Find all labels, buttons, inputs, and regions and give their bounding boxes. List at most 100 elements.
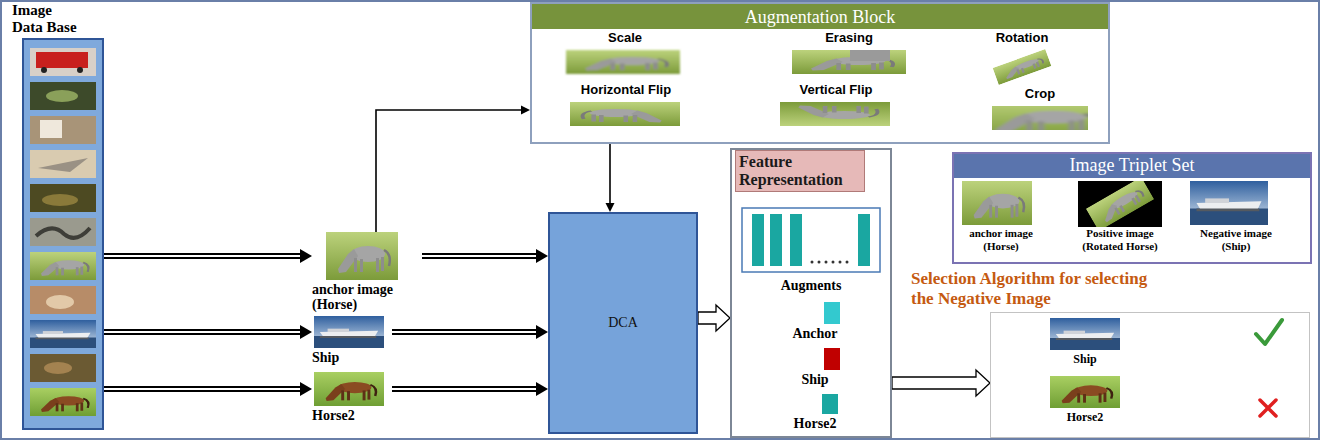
illustration-part <box>818 261 821 264</box>
illustration-part <box>36 228 90 238</box>
illustration-part <box>1086 181 1154 227</box>
illustration-part <box>44 362 72 374</box>
feature-tile: Ship <box>760 348 870 388</box>
selection-box: Selection Algorithm for selecting the Ne… <box>990 312 1310 438</box>
image-caption: Ship <box>312 350 392 365</box>
connector-line <box>392 386 539 392</box>
illustration-part <box>850 50 890 61</box>
illustration-part <box>1086 181 1154 227</box>
illustration-part <box>973 100 1111 138</box>
arrow-head <box>536 325 548 339</box>
image-caption: Scale <box>560 30 690 46</box>
illustration-part <box>36 52 88 68</box>
illustration-part <box>46 295 74 309</box>
connector-arrow <box>392 382 548 396</box>
illustration-part <box>314 372 384 406</box>
illustration-part <box>40 120 62 138</box>
image-caption: Crop <box>985 86 1095 102</box>
image-caption: Anchor <box>760 326 870 342</box>
illustration-part <box>22 38 104 430</box>
image-caption: anchor image (Horse) <box>312 282 422 312</box>
image-caption: Horse2 <box>760 416 870 432</box>
arrow-head <box>300 249 312 263</box>
image-caption: Rotation <box>975 30 1069 46</box>
augment-tile: Crop <box>985 86 1095 130</box>
feature-box: Feature RepresentationAugmentsAnchorShip… <box>730 148 892 438</box>
hollow-arrow <box>892 370 990 396</box>
illustration-part <box>1190 181 1268 225</box>
connector-arrow <box>606 144 615 212</box>
illustration-part <box>780 102 890 126</box>
illustration-part <box>858 214 870 266</box>
selection-tile: Ship <box>1040 318 1130 366</box>
connector-line <box>422 255 537 257</box>
header-band: Augmentation Block <box>532 4 1108 29</box>
illustration-part <box>1050 318 1120 350</box>
illustration-part <box>770 214 782 266</box>
connector-arrow <box>698 305 730 331</box>
illustration-part <box>30 252 96 280</box>
illustration-part <box>824 348 840 370</box>
illustration-part <box>30 48 96 416</box>
connector-line <box>104 255 301 257</box>
image-caption: Horse2 <box>1040 410 1130 424</box>
connector-line <box>376 110 523 232</box>
feature-tile: Horse2 <box>760 394 870 432</box>
connector-line <box>104 386 303 392</box>
database-column: Image Data Base <box>22 38 104 430</box>
illustration-part <box>742 208 880 414</box>
illustration-part <box>973 100 1111 138</box>
image-caption: anchor image (Horse) <box>956 227 1046 253</box>
arrow-head <box>606 203 615 212</box>
augment-tile: Erasing <box>786 30 912 76</box>
arrow-head <box>536 382 548 396</box>
illustration-part <box>993 49 1052 85</box>
process-box: DCA <box>548 212 698 434</box>
illustration-part <box>993 49 1052 85</box>
connector-line <box>104 388 301 390</box>
arrow-head <box>536 249 548 263</box>
image-caption: Ship <box>1040 352 1130 366</box>
arrow-head <box>300 325 312 339</box>
augment-tile: Scale <box>560 30 690 76</box>
illustration-part <box>30 286 96 314</box>
image-caption: Erasing <box>786 30 912 46</box>
arrow-head <box>300 382 312 396</box>
box-label: DCA <box>608 315 638 331</box>
augment-tile: Vertical Flip <box>774 82 898 128</box>
illustration-part <box>314 316 384 348</box>
illustration-part <box>962 181 1032 225</box>
illustration-part <box>1256 320 1282 344</box>
illustration-part <box>30 150 96 178</box>
image-caption: Positive image (Rotated Horse) <box>1068 227 1172 253</box>
illustration-part <box>30 116 96 144</box>
illustration-part <box>570 102 680 126</box>
connector-line <box>609 144 611 205</box>
selection-tile: Horse2 <box>1040 376 1130 424</box>
illustration-part <box>30 218 96 246</box>
image-node: anchor image (Horse) <box>312 232 422 312</box>
illustration-part <box>1050 318 1282 416</box>
header-band: Image Triplet Set <box>954 154 1310 178</box>
illustration-part <box>742 208 880 272</box>
illustration-part <box>38 158 88 172</box>
illustration-part <box>30 354 96 382</box>
illustration-part <box>792 50 906 74</box>
illustration-part <box>1086 181 1154 227</box>
feature-tile: Augments <box>736 206 886 294</box>
illustration-part <box>326 232 398 280</box>
illustration-part <box>962 177 1268 232</box>
feature-tile: Anchor <box>760 302 870 342</box>
connector-arrow <box>104 325 312 339</box>
connector-arrow <box>104 249 312 263</box>
connector-line <box>392 329 539 335</box>
illustration-part <box>77 67 83 73</box>
illustration-part <box>30 320 96 348</box>
illustration-part <box>752 214 764 266</box>
connector-line <box>104 329 303 335</box>
image-caption: Negative image (Ship) <box>1186 227 1286 253</box>
connector-arrow <box>422 249 548 263</box>
illustration-part <box>846 261 849 264</box>
